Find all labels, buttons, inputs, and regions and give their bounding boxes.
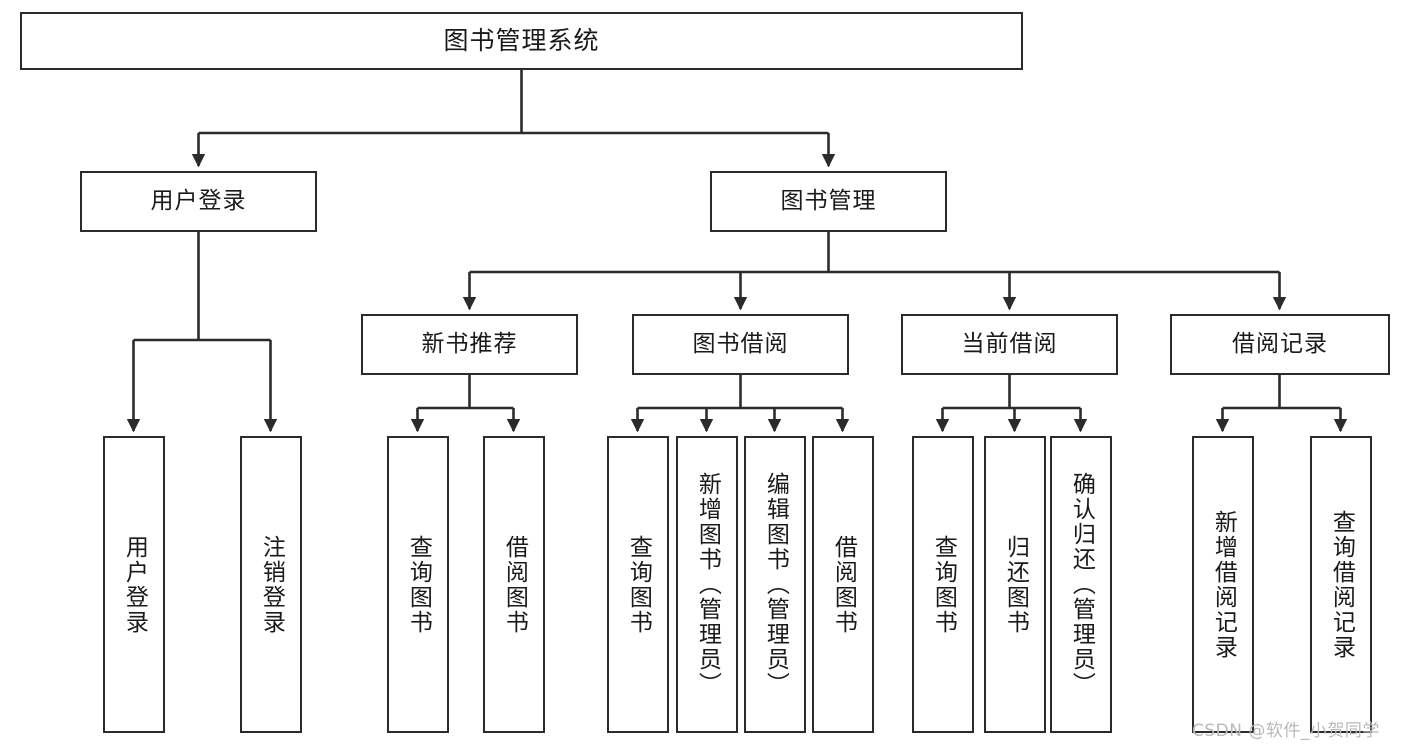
node-leaf-user-logout[interactable]: 注销登录 <box>240 436 302 733</box>
node-leaf-user-login[interactable]: 用户登录 <box>103 436 165 733</box>
node-label: 查询借阅记录 <box>1328 509 1355 660</box>
node-label: 归还图书 <box>1002 534 1029 635</box>
node-label: 借阅图书 <box>830 534 857 635</box>
node-leaf-query-borrow-record[interactable]: 查询借阅记录 <box>1310 436 1372 733</box>
node-label: 查询图书 <box>930 534 957 635</box>
node-leaf-confirm-return-admin[interactable]: 确认归还（管理员） <box>1050 436 1112 733</box>
node-leaf-edit-book-admin[interactable]: 编辑图书（管理员） <box>744 436 806 733</box>
node-leaf-add-borrow-record[interactable]: 新增借阅记录 <box>1192 436 1254 733</box>
node-label: 新增图书（管理员） <box>694 472 721 697</box>
node-label: 用户登录 <box>121 534 148 635</box>
node-new-book-recommend[interactable]: 新书推荐 <box>361 314 578 375</box>
watermark: CSDN @软件_小贺同学 <box>1192 721 1380 741</box>
node-user-login[interactable]: 用户登录 <box>80 171 317 232</box>
node-label: 新增借阅记录 <box>1210 509 1237 660</box>
node-leaf-query-book-current[interactable]: 查询图书 <box>912 436 974 733</box>
node-leaf-return-book[interactable]: 归还图书 <box>984 436 1046 733</box>
node-leaf-query-book-recommend[interactable]: 查询图书 <box>387 436 449 733</box>
node-label: 图书管理 <box>780 187 877 214</box>
node-borrow-record[interactable]: 借阅记录 <box>1170 314 1390 375</box>
node-label: 注销登录 <box>258 534 285 635</box>
node-leaf-borrow-book[interactable]: 借阅图书 <box>812 436 874 733</box>
node-label: 查询图书 <box>625 534 652 635</box>
node-book-manage[interactable]: 图书管理 <box>710 171 947 232</box>
node-leaf-query-book-borrow[interactable]: 查询图书 <box>607 436 669 733</box>
node-label: 图书管理系统 <box>443 26 600 56</box>
node-label: 查询图书 <box>405 534 432 635</box>
node-label: 新书推荐 <box>421 330 518 357</box>
node-label: 图书借阅 <box>692 330 789 357</box>
node-label: 借阅图书 <box>501 534 528 635</box>
node-current-borrow[interactable]: 当前借阅 <box>901 314 1118 375</box>
node-book-borrow[interactable]: 图书借阅 <box>632 314 849 375</box>
node-leaf-add-book-admin[interactable]: 新增图书（管理员） <box>676 436 738 733</box>
node-leaf-borrow-book-recommend[interactable]: 借阅图书 <box>483 436 545 733</box>
node-label: 编辑图书（管理员） <box>762 472 789 697</box>
node-label: 当前借阅 <box>961 330 1058 357</box>
node-label: 确认归还（管理员） <box>1068 472 1095 697</box>
node-label: 借阅记录 <box>1232 330 1328 357</box>
node-label: 用户登录 <box>150 187 247 214</box>
node-book-management-system[interactable]: 图书管理系统 <box>20 12 1023 70</box>
